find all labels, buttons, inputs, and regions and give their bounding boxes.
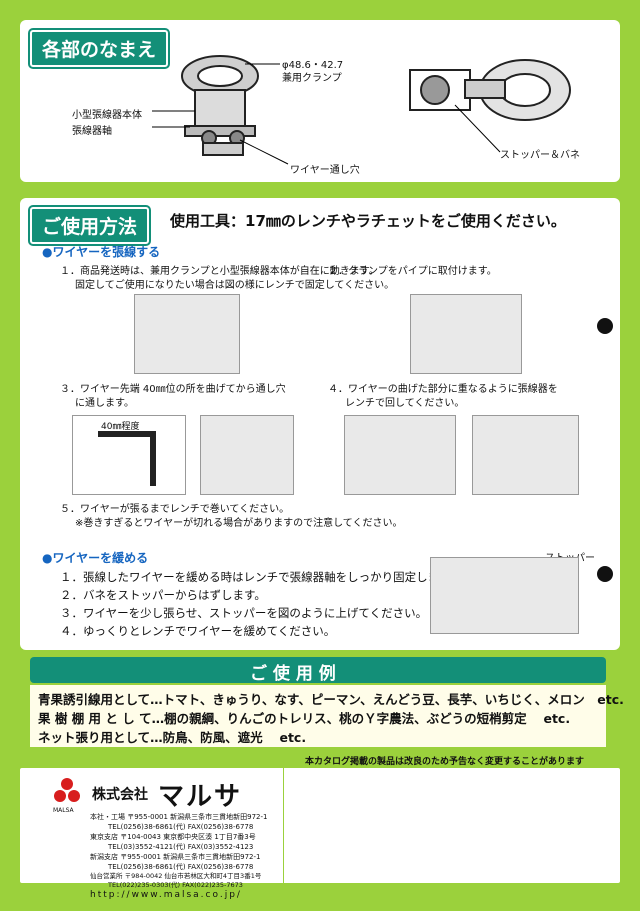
step4-photo-b — [472, 415, 579, 495]
malsa-logo-icon — [54, 778, 80, 802]
example-row-2: 果 樹 棚 用 と し て…棚の親綱、りんごのトレリス、桃のＹ字農法、ぶどうの短… — [38, 711, 571, 726]
examples-title: ご 使 用 例 — [250, 664, 336, 684]
wire-hole-label: ワイヤー通し穴 — [290, 165, 360, 176]
loosen-step2: ２．バネをストッパーからはずします。 — [60, 588, 266, 602]
address-sendai-tel: TEL(022)235-0303(代) FAX(022)235-7673 — [108, 881, 243, 889]
loosen-photo — [430, 557, 579, 634]
address-niigata-tel: TEL(0256)38-6861(代) FAX(0256)38-6778 — [108, 863, 254, 871]
shaft-label: 張線器軸 — [72, 126, 112, 137]
step3-photo — [200, 415, 294, 495]
example-row-3: ネット張り用として…防鳥、防風、遮光 etc. — [38, 730, 307, 745]
address-hq: 本社・工場 〒955-0001 新潟県三条市三貫地新田972-1 — [90, 813, 268, 821]
parts-leader-lines — [152, 63, 289, 165]
step4-photo-a — [344, 415, 456, 495]
tools-note: 使用工具：17㎜のレンチやラチェットをご使用ください。 — [170, 212, 566, 230]
stopper-illustration — [409, 59, 571, 121]
loosen-step3: ３．ワイヤーを少し張らせ、ストッパーを図のように上げてください。 — [60, 606, 428, 620]
step1-line2: 固定してご使用になりたい場合は図の様にレンチで固定してください。 — [75, 280, 395, 291]
step3-line2: に通します。 — [75, 398, 134, 409]
examples-header-bar — [30, 657, 606, 683]
address-hq-tel: TEL(0256)38-6861(代) FAX(0256)38-6778 — [108, 823, 254, 831]
step2: ２．クランプをパイプに取付けます。 — [328, 266, 497, 277]
address-sendai: 仙台営業所 〒984-0042 仙台市若林区大和町4丁目3番1号 — [90, 872, 262, 880]
step1-photo — [134, 294, 240, 374]
logo-text: MALSA — [53, 807, 74, 814]
step3-line1: ３．ワイヤー先端 40㎜位の所を曲げてから通し穴 — [60, 384, 286, 395]
binder-hole-2 — [597, 566, 613, 582]
clamp-label: 兼用クランプ — [282, 73, 342, 84]
binder-hole-1 — [597, 318, 613, 334]
clamp-size-label: φ48.6・42.7 — [282, 60, 344, 71]
stopper-leader — [454, 104, 501, 153]
examples-box — [30, 685, 606, 747]
parts-title: 各部のなまえ — [30, 30, 169, 67]
company-box — [20, 768, 620, 883]
usage-title: ご使用方法 — [30, 207, 150, 244]
footer-divider — [283, 768, 284, 883]
loosen-heading: ●ワイヤーを緩める — [42, 551, 149, 565]
tension-heading: ●ワイヤーを張線する — [42, 245, 161, 259]
stopper-label: ストッパー＆バネ — [500, 150, 580, 161]
step5-line1: ５．ワイヤーが張るまでレンチで巻いてください。 — [60, 504, 290, 515]
loosen-step4: ４．ゆっくりとレンチでワイヤーを緩めてください。 — [60, 624, 336, 638]
company-url[interactable]: http://www.malsa.co.jp/ — [90, 890, 242, 900]
bend-diagram: 40㎜程度 — [72, 415, 186, 495]
address-tokyo-tel: TEL(03)3552-4121(代) FAX(03)3552-4123 — [108, 843, 254, 851]
step4-line2: レンチで回してください。 — [345, 398, 465, 409]
step5-line2: ※巻きすぎるとワイヤーが切れる場合がありますので注意してください。 — [75, 518, 403, 529]
body-label: 小型張線器本体 — [72, 110, 142, 121]
example-row-1: 青果誘引線用として…トマト、きゅうり、なす、ピーマン、えんどう豆、長芋、いちじく… — [38, 692, 624, 707]
address-tokyo: 東京支店 〒104-0043 東京都中央区湊 1丁目7番3号 — [90, 833, 256, 841]
company-prefix: 株式会社 — [92, 787, 148, 803]
step4-line1: ４．ワイヤーの曲げた部分に重なるように張線器を — [328, 384, 558, 395]
notice-text: 本カタログ掲載の製品は改良のため予告なく変更することがあります — [305, 757, 585, 767]
step1-line1: １．商品発送時は、兼用クランプと小型張線器本体が自在に動きます。 — [60, 266, 379, 277]
loosen-step1: １．張線したワイヤーを緩める時はレンチで張線器軸をしっかり固定します。 — [60, 570, 462, 584]
address-niigata: 新潟支店 〒955-0001 新潟県三条市三貫地新田972-1 — [90, 853, 261, 861]
clamp-illustration — [181, 55, 259, 156]
company-name: マルサ — [158, 782, 243, 812]
step2-photo — [410, 294, 522, 374]
bend-label: 40㎜程度 — [101, 422, 140, 432]
